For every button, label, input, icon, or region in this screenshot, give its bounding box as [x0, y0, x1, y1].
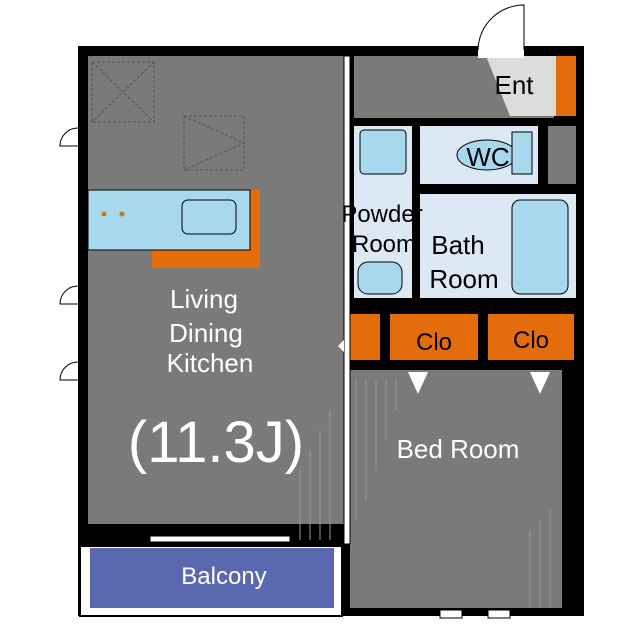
closet-left-small: [350, 314, 380, 360]
entrance-door-swing-icon: [477, 4, 525, 51]
closet-2-label: Clo: [513, 327, 549, 354]
shoe-cabinet: [556, 56, 576, 116]
window-left-2-icon: [59, 285, 79, 305]
window-left-1-icon: [59, 127, 79, 147]
closet-1-label: Clo: [416, 329, 452, 356]
washing-machine-icon: [359, 129, 407, 175]
bedroom-window-2: [487, 609, 511, 619]
entrance-step: [486, 56, 556, 116]
interior-wall-ldk: [343, 55, 351, 545]
closet-door-arrow-icon: [408, 372, 428, 394]
closet-2: [488, 314, 574, 360]
bath-label-line2: Room: [429, 264, 498, 294]
ldk-window: [149, 535, 291, 543]
ldk-label-line3: Kitchen: [167, 348, 254, 378]
ldk-label-line1: Living: [170, 284, 238, 314]
bedroom-door-hatch: [355, 380, 551, 608]
toilet-tank-icon: [511, 131, 533, 175]
ldk-size-label: (11.3J): [128, 410, 304, 475]
ldk-floor: [88, 56, 344, 524]
wc-label: WC: [466, 142, 509, 172]
bedroom-window-1: [439, 609, 463, 619]
closet-door-arrow-icon: [530, 372, 550, 394]
powder-label-line2: Room: [352, 231, 416, 258]
entrance-label: Ent: [494, 70, 534, 100]
bathtub-icon: [511, 199, 569, 295]
stove-burner-icon: [101, 211, 107, 217]
bedroom-label: Bed Room: [397, 434, 520, 464]
wc-storage: [548, 126, 576, 184]
balcony-label: Balcony: [181, 563, 266, 590]
bath-label-line1: Bath: [431, 230, 485, 260]
kitchen-sink-icon: [181, 199, 237, 235]
door-arrow-icon: [338, 340, 344, 352]
ldk-label-line2: Dining: [169, 318, 243, 348]
range-hood-icon: [183, 115, 246, 171]
balcony-floor: [90, 548, 334, 608]
washbasin-icon: [357, 261, 403, 295]
window-left-3-icon: [59, 361, 79, 381]
storage-box-icon: [91, 61, 155, 123]
closet-1: [390, 314, 478, 360]
bedroom-floor: [350, 370, 562, 608]
door-swing-hatch: [299, 410, 331, 540]
powder-label-line1: Powder: [341, 201, 422, 228]
stove-burner-icon: [119, 211, 125, 217]
